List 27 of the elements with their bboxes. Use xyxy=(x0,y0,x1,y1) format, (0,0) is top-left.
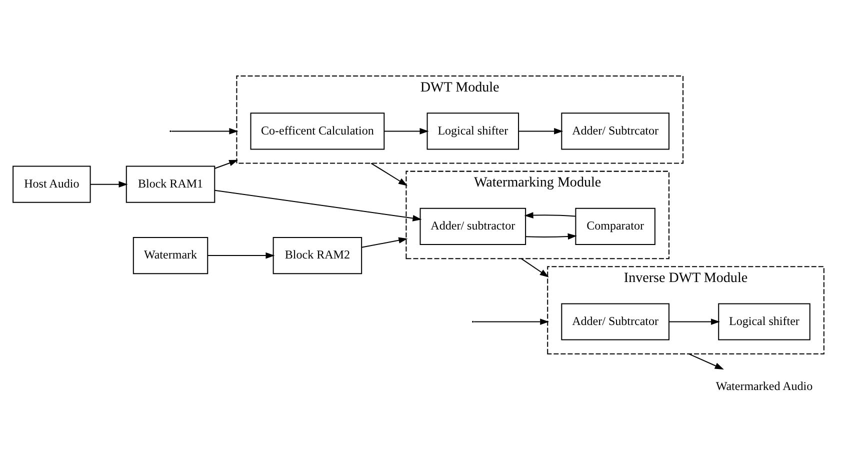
arrow xyxy=(370,162,408,186)
node-text: Watermarked Audio xyxy=(716,378,813,393)
node-box: Comparator xyxy=(575,207,656,245)
arrow xyxy=(214,159,238,168)
arrow xyxy=(208,252,275,258)
node-box: Block RAM2 xyxy=(272,236,362,274)
arrow xyxy=(172,128,238,134)
node-box: Logical shifter xyxy=(718,302,810,340)
node-box: Logical shifter xyxy=(426,112,520,150)
arrow xyxy=(526,232,577,240)
node-box: Co-efficent Calculation xyxy=(250,112,385,150)
arrow xyxy=(520,258,549,277)
node-box: Adder/ Subtrcator xyxy=(561,302,670,340)
node-box: Block RAM1 xyxy=(126,165,216,202)
arrow xyxy=(524,212,576,218)
arrow xyxy=(688,352,724,369)
arrow xyxy=(362,236,408,248)
node-box: Adder/ Subtrcator xyxy=(561,112,670,150)
arrow xyxy=(518,128,564,134)
node-box: Adder/ subtractor xyxy=(420,207,526,245)
arrow xyxy=(474,318,550,324)
arrow xyxy=(214,189,422,221)
arrow xyxy=(669,318,720,324)
node-box: Host Audio xyxy=(12,165,91,202)
node-box: Watermark xyxy=(132,236,208,274)
arrow xyxy=(384,128,429,134)
arrow xyxy=(90,180,128,188)
